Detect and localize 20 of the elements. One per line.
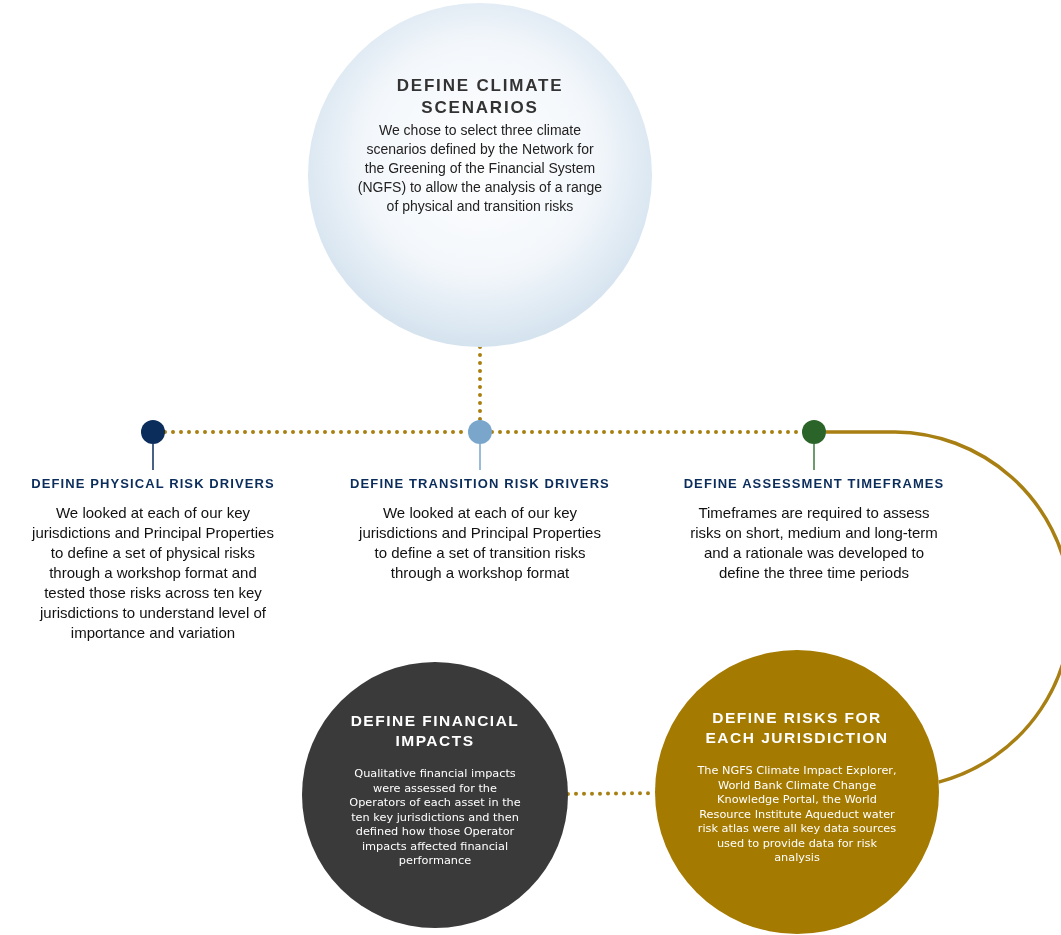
timeline-dot — [802, 420, 826, 444]
dotted-connector — [478, 345, 482, 422]
step-heading: DEFINE CLIMATE SCENARIOS — [395, 74, 565, 119]
step-description: The NGFS Climate Impact Explorer, World Bank Climate Change Knowledge Portal, the World Resource Institute Aqueduct water risk atlas were all key data sources used to provide data for risk analysis — [697, 764, 897, 866]
step-heading: DEFINE FINANCIAL IMPACTS — [349, 711, 521, 752]
curved-connector — [826, 430, 1061, 784]
step-heading: DEFINE TRANSITION RISK DRIVERS — [350, 476, 610, 491]
step-description: Timeframes are required to assess risks on short, medium and long-term and a rationale was developed to define the three time periods — [689, 503, 939, 583]
step-heading: DEFINE ASSESSMENT TIMEFRAMES — [683, 476, 945, 491]
step-description: Qualitative financial impacts were assessed for the Operators of each asset in the ten key jurisdictions and then defined how those Operator impacts affected financial performance — [348, 767, 522, 869]
connector-line — [152, 443, 154, 471]
connector-line — [479, 443, 481, 471]
step-heading: DEFINE RISKS FOR EACH JURISDICTION — [704, 708, 890, 749]
timeline-dot — [141, 420, 165, 444]
step-heading: DEFINE PHYSICAL RISK DRIVERS — [31, 476, 275, 491]
step-description: We chose to select three climate scenarios defined by the Network for the Greening of the Financial System (NGFS) to allow the analysis of a range of physical and transition risks — [356, 120, 604, 216]
step-description: We looked at each of our key jurisdictions and Principal Properties to define a set of transition risks through a workshop format — [357, 503, 602, 583]
timeline-dot — [468, 420, 492, 444]
step-description: We looked at each of our key jurisdictions and Principal Properties to define a set of physical risks through a workshop format and tested those risks across ten key jurisdictions to understand level of importance and variation — [30, 503, 275, 643]
connector-line — [813, 443, 815, 471]
